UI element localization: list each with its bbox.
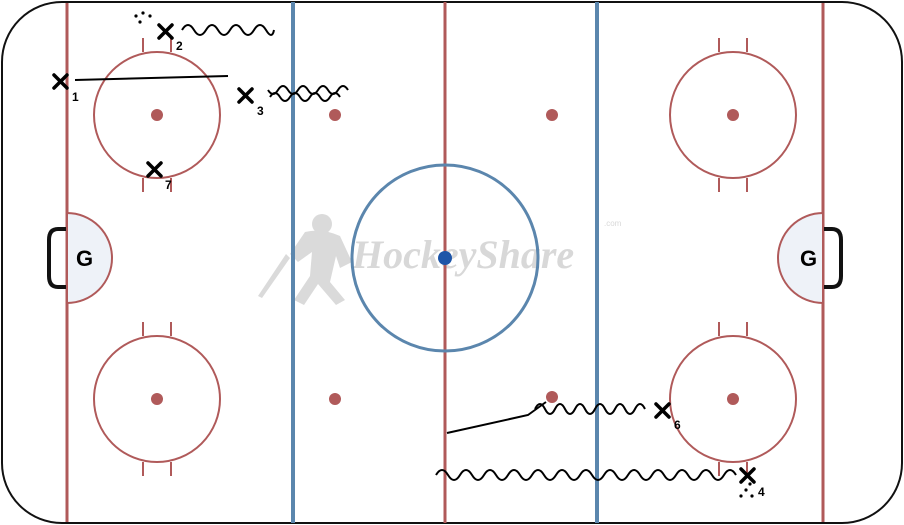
neutral-dot-top-left bbox=[329, 109, 341, 121]
faceoff-dot-bottom-left bbox=[151, 393, 163, 405]
player-marker-7 bbox=[146, 161, 163, 178]
faceoff-dot-bottom-right bbox=[727, 393, 739, 405]
player-marker-2 bbox=[157, 23, 174, 40]
neutral-dot-bottom-left bbox=[329, 393, 341, 405]
faceoff-dot-top-left bbox=[151, 109, 163, 121]
watermark-suffix: .com bbox=[604, 219, 622, 228]
skate-path-player-3-lower bbox=[269, 92, 341, 102]
player-marker-6 bbox=[654, 402, 671, 419]
player-label-2: 2 bbox=[176, 39, 183, 53]
right-goalie-label: G bbox=[800, 246, 817, 271]
player-label-1: 1 bbox=[72, 90, 79, 104]
player-label-3: 3 bbox=[257, 104, 264, 118]
player-marker-3 bbox=[237, 87, 254, 104]
pass-line-player-1 bbox=[74, 75, 229, 81]
center-faceoff-dot bbox=[438, 251, 452, 265]
watermark-brand: HockeyShare bbox=[351, 232, 574, 277]
puck-dots-player-2 bbox=[134, 11, 152, 24]
faceoff-dot-top-right bbox=[727, 109, 739, 121]
skate-path-player-6 bbox=[534, 403, 646, 415]
hockey-player-silhouette-icon bbox=[258, 214, 352, 305]
player-label-7: 7 bbox=[165, 178, 172, 192]
neutral-dot-top-right bbox=[546, 109, 558, 121]
right-goal-net bbox=[824, 227, 843, 289]
player-marker-4 bbox=[739, 467, 756, 484]
pass-line-player-6 bbox=[446, 401, 547, 434]
faceoff-circle-top-left bbox=[93, 38, 221, 192]
left-goalie-label: G bbox=[76, 246, 93, 271]
right-goal-crease bbox=[777, 211, 824, 305]
center-faceoff-circle bbox=[350, 163, 540, 353]
skate-path-player-4 bbox=[435, 469, 737, 481]
neutral-dot-bottom-right bbox=[546, 391, 558, 403]
player-label-6: 6 bbox=[674, 418, 681, 432]
left-goal-net bbox=[47, 227, 66, 289]
faceoff-circle-top-right bbox=[669, 38, 797, 192]
left-goal-crease bbox=[66, 211, 113, 305]
player-marker-1 bbox=[52, 73, 69, 90]
player-label-4: 4 bbox=[758, 485, 765, 499]
skate-path-player-2 bbox=[181, 24, 275, 36]
faceoff-circle-bottom-left bbox=[93, 322, 221, 476]
puck-dots-player-4 bbox=[739, 482, 754, 498]
